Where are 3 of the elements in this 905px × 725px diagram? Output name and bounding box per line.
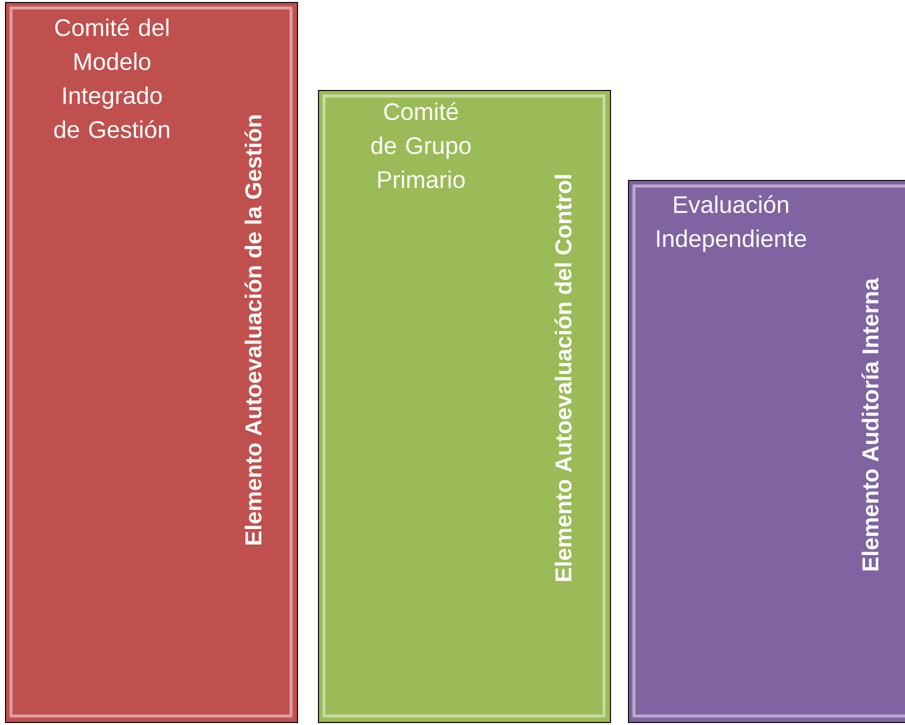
- column-box: Evaluación Independiente Elemento Auditoría Interna: [628, 180, 905, 723]
- column-box: Comité de Grupo Primario Elemento Autoevaluación del Control: [318, 90, 611, 723]
- column-box: Comité del Modelo Integrado de Gestión Elemento Autoevaluación de la Gestión: [5, 2, 298, 723]
